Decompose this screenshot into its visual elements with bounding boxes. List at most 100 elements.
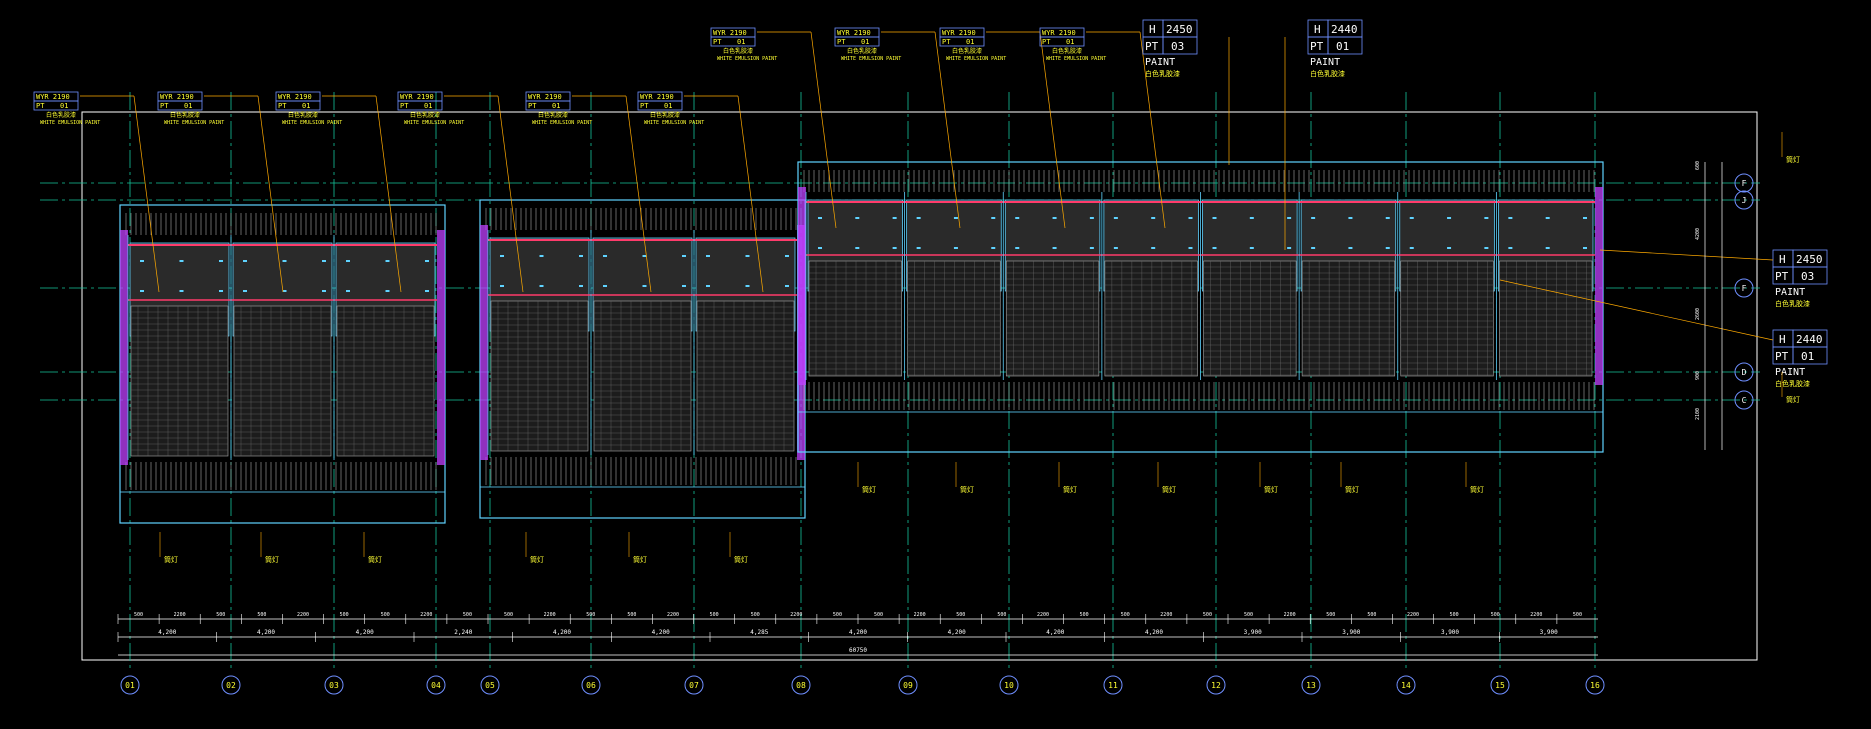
light-fixture [642,255,647,257]
side-dimension-label: 2100 [1695,408,1701,420]
grid-bubble-label: 06 [586,681,596,690]
height-tag-paint-cn: 白色乳胶漆 [1145,69,1180,78]
ceiling-tag-desc-en: WHITE EMULSION PAINT [644,120,704,126]
grid-bubble [1301,675,1321,695]
height-tag-paint: PAINT [1775,287,1805,298]
light-fixture [1287,247,1292,249]
height-tag-h: H [1314,23,1321,36]
grid-bubble [120,675,140,695]
light-fixture [991,217,996,219]
ceiling-tag-code: WYR 2190 [528,93,562,101]
leader-line [1599,249,1774,261]
bay-dimension-label: 4,200 [553,629,571,636]
ceiling-tag-pt: PT [942,38,951,46]
height-tag-pt-no: 01 [1801,350,1814,363]
light-fixture [1212,217,1217,219]
light-fixture [855,217,860,219]
grid-bubble-label: 02 [226,681,236,690]
grid-bubble [1490,675,1510,695]
sub-dimension-label: 2200 [1284,612,1296,618]
sub-dimension-label: 500 [874,612,883,618]
sub-dimension-label: 500 [1121,612,1130,618]
ceiling-tag-pt-no: 01 [552,102,560,110]
sub-dimension-label: 500 [1491,612,1500,618]
ceiling-tag-code: WYR 2190 [837,29,871,37]
light-fixture [1409,247,1414,249]
leader-line [133,95,160,293]
light-fixture [282,290,287,292]
leader-line [1139,31,1166,229]
grid-bubble-label: 10 [1004,681,1014,690]
grid-bubble-label: F [1742,284,1747,293]
tag-box [637,100,683,111]
bay-dimension-label: 2,240 [454,629,472,636]
height-tag-pt-no: 03 [1801,270,1814,283]
light-fixture [1583,247,1587,249]
ceiling-tag-desc-en: WHITE EMULSION PAINT [404,120,464,126]
light-fixture [745,285,750,287]
height-tag-h: H [1779,253,1786,266]
ceiling-tag-desc-en: WHITE EMULSION PAINT [946,56,1006,62]
ceiling-tag-desc-en: WHITE EMULSION PAINT [164,120,224,126]
light-note: 筒灯 [1264,485,1278,494]
height-tag-paint: PAINT [1775,367,1805,378]
ceiling-tag-desc-en: WHITE EMULSION PAINT [532,120,592,126]
furniture-zone [1499,260,1593,377]
light-fixture [1447,217,1452,219]
height-tag-paint-cn: 白色乳胶漆 [1775,299,1810,308]
light-fixture [219,290,223,292]
light-fixture [425,290,429,292]
room-block [119,204,446,524]
bay-dimension-label: 4,200 [948,629,966,636]
furniture-zone [696,300,795,452]
light-fixture [991,247,996,249]
leader-line [625,95,652,293]
height-tag-value: 2450 [1796,253,1823,266]
light-fixture [785,255,789,257]
tag-box [397,100,443,111]
leader-line [497,95,524,293]
ceiling-tag-pt: PT [640,102,649,110]
light-note: 筒灯 [1162,485,1176,494]
leader-line [934,31,961,229]
light-fixture [1249,217,1254,219]
light-fixture [243,290,247,292]
sub-dimension-label: 2200 [1160,612,1172,618]
light-fixture [500,285,504,287]
sub-dimension-label: 2200 [914,612,926,618]
height-tag-pt: PT [1145,40,1159,53]
light-fixture [500,255,504,257]
light-fixture [1508,247,1513,249]
light-fixture [1348,247,1353,249]
sub-dimension-label: 500 [1326,612,1335,618]
light-fixture [1113,247,1118,249]
sub-dimension-label: 2200 [790,612,802,618]
light-fixture [1447,247,1452,249]
grid-bubble-label: 12 [1211,681,1221,690]
tag-box [1162,36,1198,55]
light-note: 筒灯 [530,555,544,564]
light-fixture [385,290,390,292]
light-fixture [1583,217,1587,219]
light-fixture [425,260,429,262]
tag-box [1039,36,1085,47]
grid-bubble-label: F [1742,179,1747,188]
light-fixture [1015,217,1020,219]
light-fixture [1287,217,1292,219]
tag-box [525,100,571,111]
grid-bubble-label: 11 [1108,681,1118,690]
ceiling-tag-pt: PT [1042,38,1051,46]
bay-dimension-label: 3,900 [1540,629,1558,636]
grid-bubble-label: 03 [329,681,339,690]
ceiling-tag-desc-en: WHITE EMULSION PAINT [1046,56,1106,62]
grid-bubble-label: 16 [1590,681,1600,690]
light-fixture [1545,247,1550,249]
bay-dimension-label: 4,200 [356,629,374,636]
height-tag-value: 2440 [1796,333,1823,346]
side-wall [480,225,488,460]
light-fixture [1385,217,1390,219]
ceiling-tag-pt: PT [528,102,537,110]
